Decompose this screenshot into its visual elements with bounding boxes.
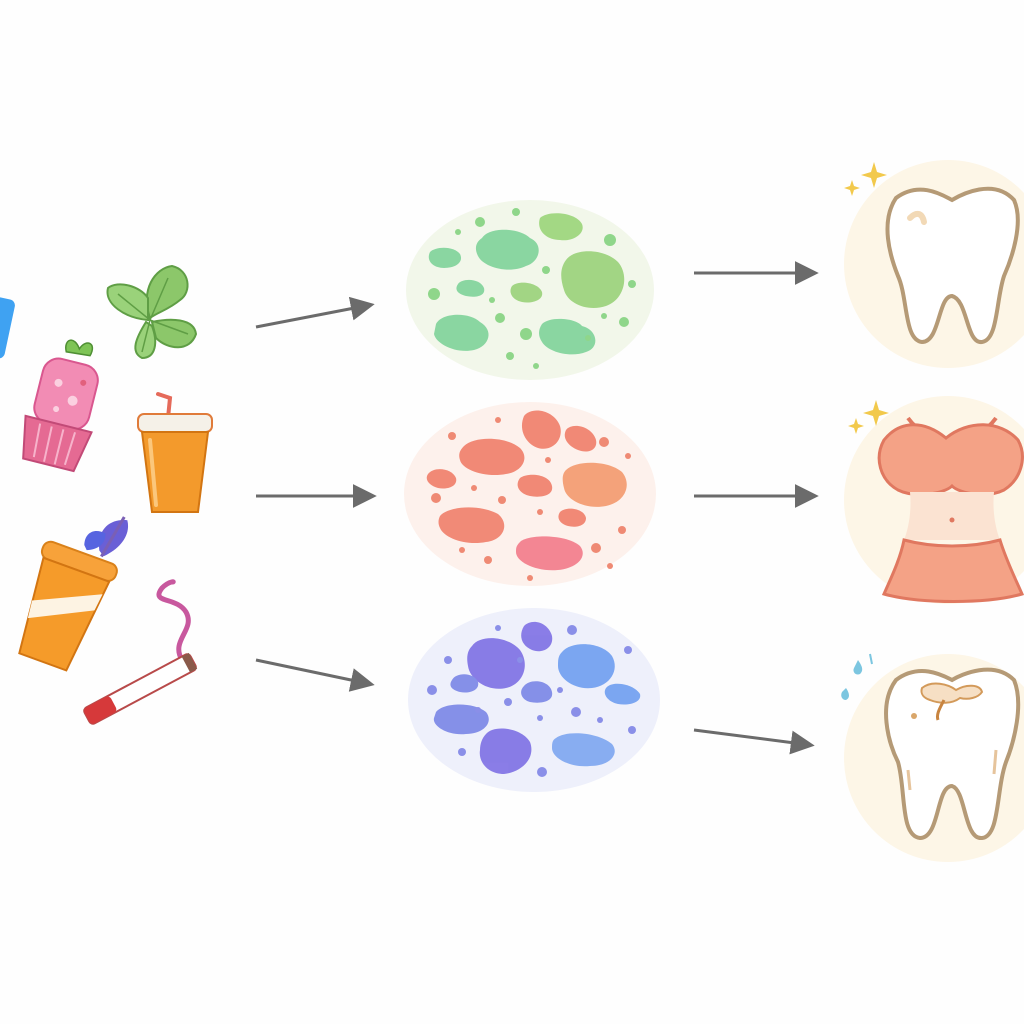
healthy-tooth-icon	[844, 160, 1024, 368]
arrow-input-to-healthy	[255, 296, 375, 329]
cupcake-icon	[22, 339, 99, 473]
body-torso-icon	[844, 396, 1024, 604]
sugar-bacteria-cluster	[404, 402, 656, 586]
toothbrush-icon	[0, 297, 15, 359]
leaves-icon	[106, 264, 198, 360]
arrow-smoke-to-outcome	[693, 728, 815, 755]
sparkle-icon	[863, 400, 889, 426]
sparkle-icon	[861, 162, 887, 188]
arrow-input-to-smoke	[255, 658, 375, 692]
cigarette-icon	[83, 579, 198, 725]
smoke-bacteria-cluster	[408, 608, 660, 792]
drink-cup-icon	[137, 392, 213, 513]
droplet-icon	[853, 660, 863, 675]
decayed-tooth-icon	[841, 653, 1024, 862]
soda-cup-icon	[18, 516, 129, 672]
healthy-bacteria-cluster	[406, 200, 654, 380]
